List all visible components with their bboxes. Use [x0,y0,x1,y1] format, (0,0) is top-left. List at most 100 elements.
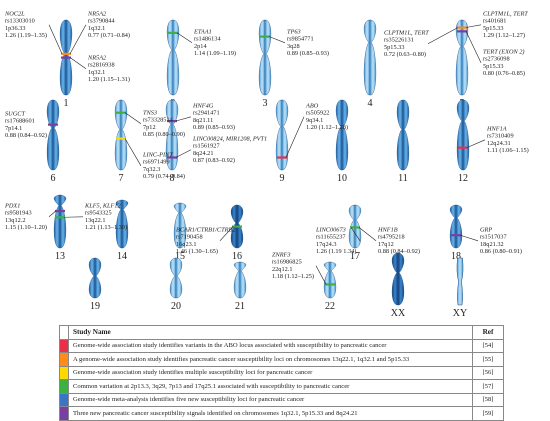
leader-line [428,28,458,44]
chromosome-label: 4 [368,98,373,109]
chromatid-left [397,100,403,170]
leader-line [49,25,62,54]
locus-mark [61,57,71,59]
cytoband: 3q28 [287,43,300,50]
chromosome-label: 20 [171,301,181,312]
chromosome-xy: XY [453,258,467,319]
rs-id: rs73328514 [143,117,174,124]
cytoband: 8q21.11 [193,117,213,124]
gene-name: NOC2L [4,10,25,17]
chromatid-right [370,20,376,95]
locus-mark [48,124,58,126]
rs-id: rs11655237 [316,234,346,241]
chromosome-label: 22 [325,301,335,312]
leader-line [125,139,141,166]
locus-mark [457,30,467,32]
cytoband: 7q32.3 [143,166,160,173]
chromosome-label: 14 [117,251,127,262]
chromatid-left [324,262,330,298]
leader-line [460,235,478,241]
cytoband: 8q24.21 [193,150,213,157]
gene-name: ETAA1 [193,28,212,35]
rs-id: rs505922 [306,110,329,117]
legend-row: A genome-wide association study identifi… [60,353,504,367]
locus-mark [55,210,65,212]
cytoband: 9q34.1 [306,117,323,124]
leader-line [466,31,481,63]
chromosome-1: 1 [60,20,72,109]
gene-name: HNF1A [486,125,507,132]
odds-ratio: 0.89 (0.85–0.93) [193,124,235,131]
chromatid-left [170,258,176,298]
cytoband: 12q24.31 [487,140,511,147]
chromosome-2: 2 [167,20,179,109]
locus-mark [116,138,126,140]
chromosome-label: 12 [458,173,468,184]
study-legend-table: Study Name Ref Genome-wide association s… [59,325,504,421]
locus-mark [61,53,71,55]
legend-study-name: Genome-wide meta-analysis identifies fiv… [69,393,473,407]
chromosome-label: 3 [263,98,268,109]
chromosome-19: 19 [89,258,101,312]
chromosome-6: 6 [47,100,59,184]
legend-study-name: A genome-wide association study identifi… [69,353,473,367]
chromosome-label: 16 [232,251,242,262]
chromatid-left [234,262,240,298]
gene-name: KLF5, KLF12 [84,202,122,209]
cytoband: 18q21.32 [480,241,504,248]
chromatid-right [53,100,59,170]
cytoband: 1q32.1 [88,69,105,76]
legend-ref: [57] [473,380,504,394]
chromatid-left [364,20,370,95]
chromosome-10: 10 [336,100,348,184]
chromatid-left [47,100,53,170]
gene-name: BCAR1/CTRB1/CTRB2 [176,226,236,233]
odds-ratio: 1.26 (1.19 1.34) [316,248,356,255]
odds-ratio: 1.15 (1.10–1.20) [5,224,47,231]
chromatid-right [121,100,127,170]
cytoband: 5p15.33 [483,25,503,32]
chromatid-right [456,205,462,248]
odds-ratio: 1.14 (1.09–1.19) [194,50,236,57]
leader-line [176,150,191,158]
leader-line [286,117,304,158]
legend-ref: [55] [473,353,504,367]
chromosome-8: 8 [166,100,178,184]
chromatid-left [54,195,60,248]
rs-id: rs1486134 [194,36,221,43]
chromosome-3: 3 [259,20,271,109]
chromatid-left [450,205,456,248]
chromatid-right [176,258,182,298]
chromatid-left [457,100,463,170]
locus-mark [458,147,468,149]
chromosome-9: 9 [276,100,288,184]
chromatid-left [89,258,95,298]
leader-line [70,58,86,69]
odds-ratio: 0.89 (0.85–0.93) [287,50,329,57]
rs-id: rs7190458 [176,234,203,241]
chromatid-right [403,100,409,170]
chromosome-label: 1 [64,98,69,109]
leader-line [177,33,192,43]
gene-name: LINC00673 [315,226,346,233]
legend-study-name: Common variation at 2p13.3, 3q29, 7p13 a… [69,380,473,394]
gene-name: ABO [305,102,319,109]
leader-line [359,227,376,240]
rs-id: rs2736098 [483,56,510,63]
chromatid-right [463,100,469,170]
leader-line [269,37,285,43]
gene-name: ZNRF3 [272,251,291,258]
locus-mark [277,156,287,158]
odds-ratio: 1.46 (1.30–1.65) [176,248,218,255]
legend-ref: [56] [473,366,504,380]
chromatid-right [265,20,271,95]
odds-ratio: 0.88 (0.84–0.92) [378,248,420,255]
rs-id: rs1561927 [193,143,220,150]
odds-ratio: 0.80 (0.76–0.85) [483,70,525,77]
legend-ref: [58] [473,393,504,407]
